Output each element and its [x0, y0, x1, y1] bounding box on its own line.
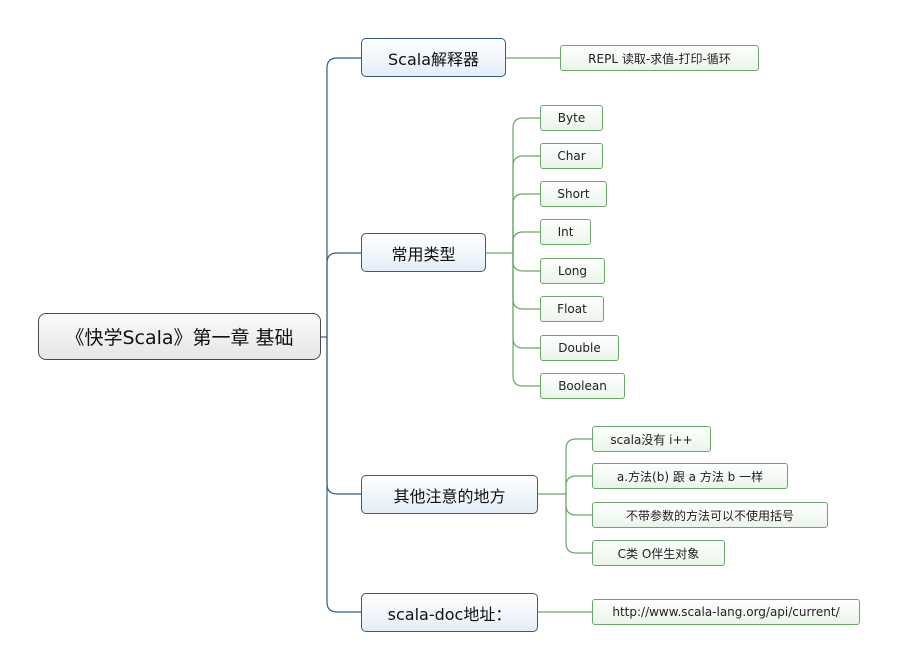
leaf-repl[interactable]: REPL 读取-求值-打印-循环 — [560, 45, 759, 71]
leaf-type-int[interactable]: Int — [540, 219, 591, 245]
leaf-type-short[interactable]: Short — [540, 181, 607, 207]
branch-common-types[interactable]: 常用类型 — [361, 233, 486, 272]
leaf-no-increment[interactable]: scala没有 i++ — [592, 426, 711, 452]
leaf-type-char[interactable]: Char — [540, 143, 603, 169]
leaf-type-byte[interactable]: Byte — [540, 105, 603, 131]
leaf-scala-doc-url[interactable]: http://www.scala-lang.org/api/current/ — [592, 599, 860, 625]
branch-scala-doc[interactable]: scala-doc地址： — [361, 593, 538, 632]
leaf-type-long[interactable]: Long — [540, 258, 605, 284]
branch-other-notes[interactable]: 其他注意的地方 — [361, 475, 538, 514]
leaf-companion-object[interactable]: C类 O伴生对象 — [592, 540, 725, 566]
root-topic[interactable]: 《快学Scala》第一章 基础 — [38, 313, 321, 360]
leaf-type-boolean[interactable]: Boolean — [540, 373, 625, 399]
leaf-type-double[interactable]: Double — [540, 335, 619, 361]
leaf-type-float[interactable]: Float — [540, 296, 604, 322]
branch-scala-interpreter[interactable]: Scala解释器 — [361, 38, 506, 77]
leaf-infix-method[interactable]: a.方法(b) 跟 a 方法 b 一样 — [592, 463, 788, 489]
leaf-no-parens[interactable]: 不带参数的方法可以不使用括号 — [592, 502, 828, 528]
